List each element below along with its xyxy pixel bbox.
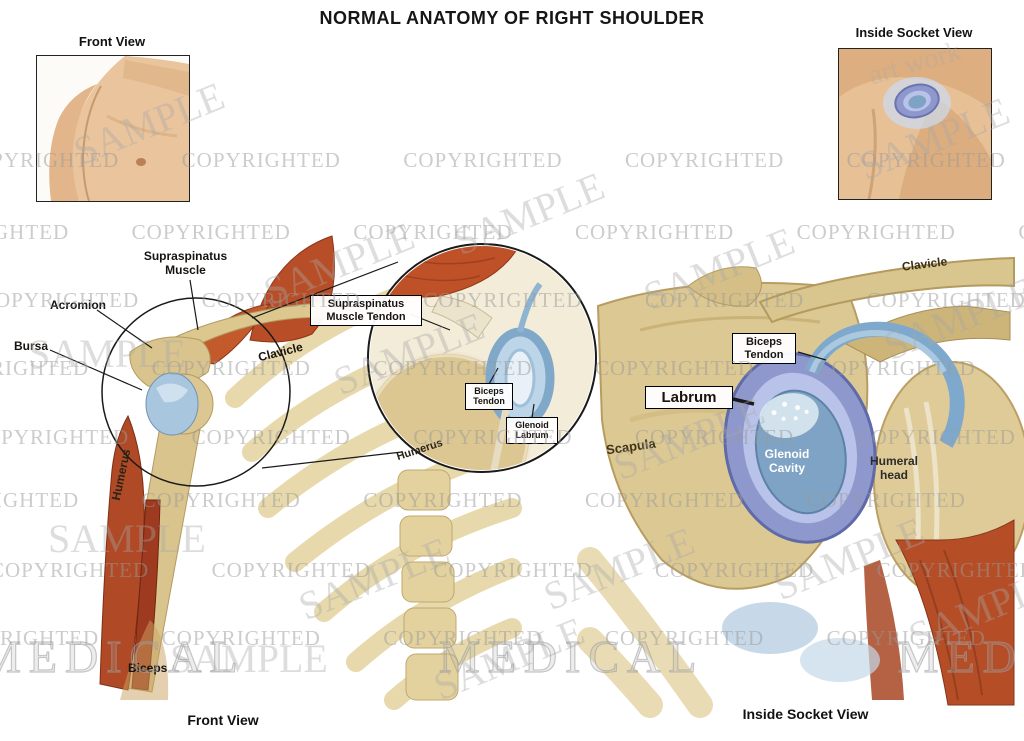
front-view-illustration (99, 235, 522, 710)
zoom-connector-top (251, 261, 399, 319)
front-torso-image (37, 56, 189, 201)
label-supraspinatus-muscle: Supraspinatus Muscle (143, 249, 228, 277)
supraspinatus-tendon-shape (431, 295, 493, 339)
biceps-tendon-shape (490, 403, 511, 470)
label-humeral-head: Humeral head (869, 454, 919, 482)
spine (397, 469, 459, 701)
socket-view-illustration (577, 256, 1024, 718)
zoom-source-circle (101, 297, 291, 487)
label-biceps-tendon-magnified: Biceps Tendon (465, 383, 513, 410)
label-biceps-tendon-socket: Biceps Tendon (732, 333, 796, 365)
clavicle-bone-right (758, 256, 1015, 324)
glenoid-cavity-shape (723, 352, 877, 544)
label-acromion: Acromion (50, 298, 107, 312)
zoom-connector-bottom (261, 451, 403, 469)
forearm-shape (120, 620, 169, 700)
bursa-shape (156, 383, 188, 403)
ligaments (903, 401, 940, 549)
socket-view-caption: Inside Socket View (742, 706, 869, 722)
labrum-pointer (732, 397, 755, 406)
arm-muscle-right (895, 519, 1015, 706)
label-biceps: Biceps (128, 661, 168, 675)
cartilage-shape (722, 602, 818, 654)
rib-cage-right (577, 547, 713, 718)
socket-shoulder-image (839, 49, 991, 199)
socket-view-inset (838, 48, 992, 200)
label-labrum: Labrum (645, 386, 733, 410)
label-glenoid-cavity: Glenoid Cavity (764, 447, 810, 475)
label-supraspinatus-muscle-tendon: Supraspinatus Muscle Tendon (310, 295, 422, 327)
front-view-caption: Front View (187, 712, 259, 728)
label-bursa: Bursa (14, 339, 49, 353)
front-view-inset (36, 55, 190, 202)
front-inset-title: Front View (78, 34, 146, 49)
socket-inset-title: Inside Socket View (855, 25, 973, 40)
label-glenoid-labrum: Glenoid Labrum (506, 417, 558, 444)
coracoid-bone (687, 266, 762, 307)
page-title: NORMAL ANATOMY OF RIGHT SHOULDER (319, 8, 705, 28)
